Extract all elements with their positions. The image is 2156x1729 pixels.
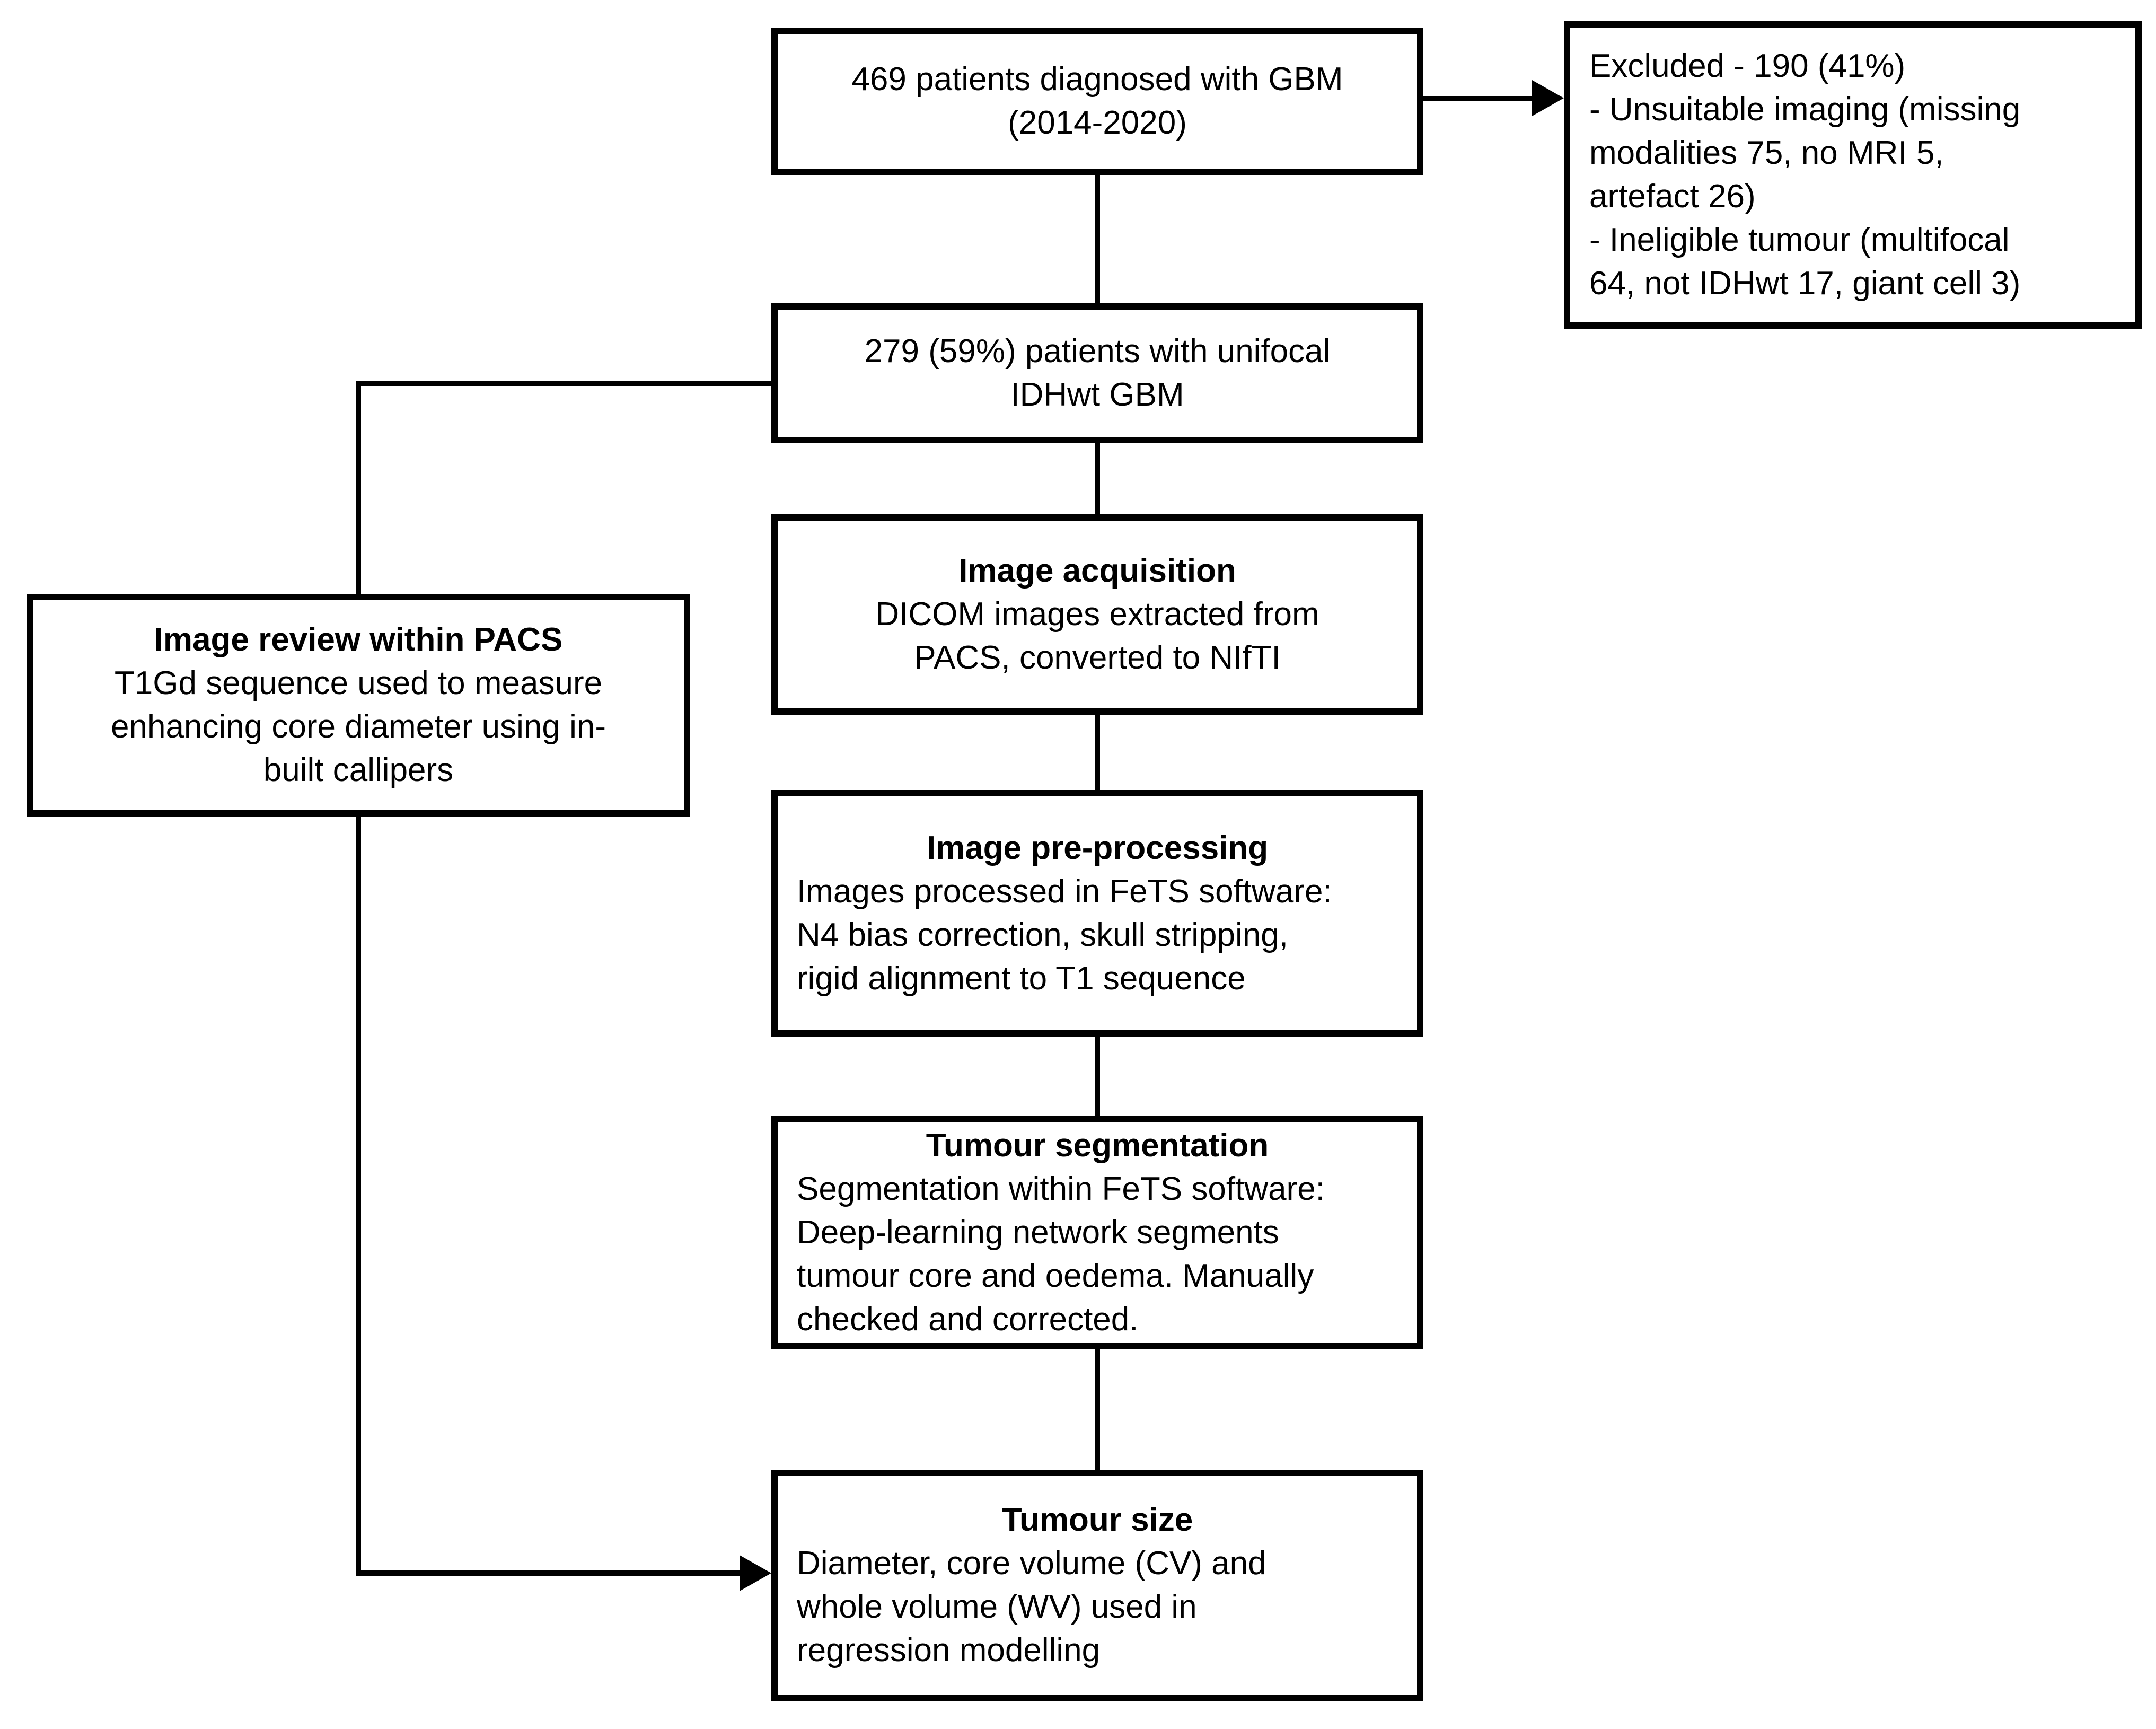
box-tumour-segmentation: Tumour segmentation Segmentation within … [771,1116,1423,1349]
excluded-text: Excluded - 190 (41%) - Unsuitable imagin… [1589,48,2021,302]
box-unifocal-patients: 279 (59%) patients with unifocal IDHwt G… [771,303,1423,443]
unifocal-patients-text: 279 (59%) patients with unifocal IDHwt G… [864,333,1331,413]
box-image-acquisition: Image acquisition DICOM images extracted… [771,514,1423,715]
box-excluded: Excluded - 190 (41%) - Unsuitable imagin… [1564,21,2142,329]
tumour-segmentation-title: Tumour segmentation [926,1127,1269,1164]
arrowhead-right-icon [740,1555,771,1591]
box-tumour-size: Tumour size Diameter, core volume (CV) a… [771,1470,1423,1701]
box-diagnosed-patients: 469 patients diagnosed with GBM (2014-20… [771,28,1423,175]
box-image-preprocessing: Image pre-processing Images processed in… [771,790,1423,1037]
connector-preprocessing-to-segmentation [1095,1037,1100,1116]
connector-review-to-size-horizontal [356,1570,740,1576]
tumour-size-title: Tumour size [1001,1502,1193,1538]
diagnosed-patients-text: 469 patients diagnosed with GBM (2014-20… [851,61,1343,141]
connector-diagnosed-to-excluded [1423,96,1532,101]
image-acquisition-body: DICOM images extracted from PACS, conver… [875,596,1319,676]
tumour-segmentation-body: Segmentation within FeTS software: Deep-… [797,1171,1325,1338]
image-review-pacs-body: T1Gd sequence used to measure enhancing … [111,665,606,788]
connector-acquisition-to-preprocessing [1095,715,1100,790]
connector-unifocal-to-review-horizontal [356,381,771,386]
image-preprocessing-title: Image pre-processing [926,829,1269,866]
image-review-pacs-title: Image review within PACS [154,621,563,658]
image-preprocessing-body: Images processed in FeTS software: N4 bi… [797,873,1332,997]
connector-segmentation-to-size [1095,1349,1100,1470]
connector-diagnosed-to-unifocal [1095,175,1100,303]
image-acquisition-title: Image acquisition [958,552,1236,589]
box-image-review-pacs: Image review within PACS T1Gd sequence u… [27,594,690,817]
connector-review-vertical [356,381,361,1576]
arrowhead-right-icon [1532,80,1564,116]
connector-unifocal-to-acquisition [1095,443,1100,514]
tumour-size-body: Diameter, core volume (CV) and whole vol… [797,1545,1266,1669]
